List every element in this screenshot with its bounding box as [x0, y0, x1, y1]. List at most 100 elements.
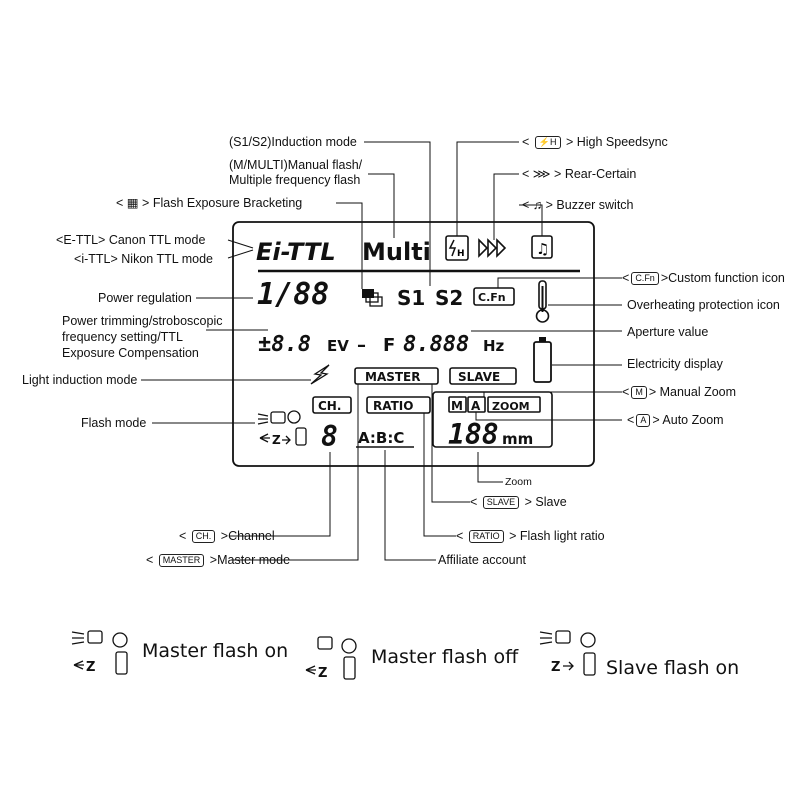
label-custom-function: <C.Fn>Custom function icon: [622, 271, 785, 285]
label-channel: < CH. >Channel: [179, 529, 275, 543]
rear-curtain-icon: [478, 238, 507, 258]
lcd-master: MASTER: [365, 370, 421, 384]
battery-icon: [533, 337, 552, 383]
lcd-multi-text: Multi: [362, 238, 431, 266]
lcd-ev-unit: EV: [327, 337, 349, 355]
label-overheating: Overheating protection icon: [627, 298, 780, 312]
label-custom-function-text: Custom function icon: [668, 271, 785, 285]
label-ittl-text: Nikon TTL mode: [121, 252, 213, 266]
lcd-dash: –: [357, 335, 366, 356]
lcd-m-box: [448, 396, 467, 413]
label-induction-mode: (S1/S2)Induction mode: [229, 135, 357, 149]
lcd-slave-box: [449, 367, 517, 385]
label-manual-flash-1: (M/MULTI)Manual flash/: [229, 158, 363, 172]
lcd-s1: S1: [397, 286, 425, 310]
label-power-trim-1: Power trimming/stroboscopic: [62, 314, 223, 328]
lcd-panel: [232, 221, 595, 467]
legend-slave-on: Slave flash on: [606, 657, 740, 679]
lcd-ch: CH.: [318, 399, 341, 413]
ettl-chip: E-TTL: [63, 233, 99, 247]
lcd-ratio-box: [366, 396, 431, 414]
slave-chip: SLAVE: [482, 496, 520, 509]
legend-slave-on-icon: Z: [539, 630, 596, 676]
lcd-s2: S2: [435, 286, 463, 310]
lightning-icon: [310, 364, 330, 385]
label-affiliate: Affiliate account: [438, 553, 527, 567]
lcd-f-prefix: F: [383, 335, 395, 356]
label-feb-text: Flash Exposure Bracketing: [152, 196, 303, 210]
lcd-ratio: RATIO: [373, 399, 413, 413]
ch-chip: CH.: [191, 530, 216, 543]
buzzer-icon: ♫: [531, 235, 553, 259]
label-rear-certain: < ⋙ > Rear-Certain: [522, 167, 637, 181]
leader-lines: [141, 141, 622, 561]
ratio-chip: RATIO: [468, 530, 504, 543]
lcd-freq-digits: 8.888: [403, 332, 469, 357]
rear-curtain-chip-icon: ⋙: [532, 167, 551, 181]
legend-master-off-icon: Z: [305, 636, 357, 681]
speedsync-chip-icon: ⚡H: [534, 136, 561, 149]
lcd-cfn: C.Fn: [478, 291, 506, 304]
label-flash-mode: Flash mode: [81, 416, 147, 430]
buzzer-chip-icon: ♫: [532, 198, 543, 212]
svg-text:Z: Z: [86, 660, 95, 675]
lcd-slave: SLAVE: [458, 370, 500, 384]
label-flash-ratio: < RATIO > Flash light ratio: [456, 529, 605, 543]
speedsync-icon: H: [445, 235, 469, 261]
label-slave-text: Slave: [535, 495, 567, 509]
master-chip: MASTER: [158, 554, 205, 567]
label-rear-certain-text: Rear-Certain: [564, 167, 637, 181]
legend-master-off: Master flash off: [371, 646, 519, 668]
label-flash-ratio-text: Flash light ratio: [519, 529, 605, 543]
lcd-mm-unit: mm: [502, 430, 533, 448]
flash-head-icon: Z: [257, 410, 307, 447]
label-auto-zoom: <A> Auto Zoom: [627, 413, 724, 427]
ittl-chip: i-TTL: [81, 252, 111, 266]
label-high-speed-text: High Speedsync: [576, 135, 668, 149]
label-zoom: Zoom: [505, 476, 532, 488]
lcd-a-badge: A: [471, 399, 481, 413]
svg-text:Z: Z: [551, 660, 560, 675]
label-buzzer: < ♫ > Buzzer switch: [522, 198, 634, 212]
label-manual-zoom-text: Manual Zoom: [659, 385, 737, 399]
svg-text:Z: Z: [272, 433, 281, 447]
label-channel-text: Channel: [228, 529, 275, 543]
lcd-ev-value: ±8.8: [258, 332, 311, 357]
label-power-trim-2: frequency setting/TTL: [62, 330, 183, 344]
label-aperture: Aperture value: [627, 325, 709, 339]
label-light-induction: Light induction mode: [22, 373, 138, 387]
label-electricity: Electricity display: [627, 357, 723, 371]
label-power-regulation: Power regulation: [98, 291, 192, 305]
label-buzzer-text: Buzzer switch: [556, 198, 634, 212]
label-master-mode-text: Master mode: [217, 553, 291, 567]
label-power-trim-3: Exposure Compensation: [62, 346, 199, 360]
cfn-chip: C.Fn: [631, 272, 659, 285]
lcd-m-badge: M: [451, 399, 463, 413]
label-high-speed: < ⚡H > High Speedsync: [522, 135, 668, 149]
label-manual-zoom: <M> Manual Zoom: [622, 385, 737, 399]
svg-text:Z: Z: [318, 666, 327, 681]
lcd-cfn-box: [473, 287, 515, 306]
svg-text:♫: ♫: [536, 240, 549, 258]
lcd-hz-unit: Hz: [483, 337, 505, 355]
svg-text:H: H: [457, 249, 465, 259]
bracketing-icon: [362, 289, 383, 307]
lcd-abc: A:B:C: [358, 429, 404, 447]
label-ittl: <i-TTL> Nikon TTL mode: [74, 252, 213, 266]
label-ettl-text: Canon TTL mode: [108, 233, 206, 247]
legend-master-on: Master flash on: [142, 640, 289, 662]
lcd-power-digits: 1/88: [257, 277, 329, 312]
lcd-master-box: [354, 367, 439, 385]
a-chip: A: [636, 414, 651, 427]
lcd-mode-text: Ei-TTL: [256, 238, 336, 266]
thermometer-icon: [535, 280, 550, 323]
lcd-ch-box: [312, 396, 352, 414]
lcd-zoom-box: [487, 396, 541, 413]
m-chip: M: [631, 386, 647, 399]
lcd-channel-digit: 8: [321, 420, 338, 453]
legend-master-on-icon: Z: [71, 630, 128, 675]
label-auto-zoom-text: Auto Zoom: [662, 413, 724, 427]
lcd-zoom-digits: 188: [448, 418, 499, 451]
